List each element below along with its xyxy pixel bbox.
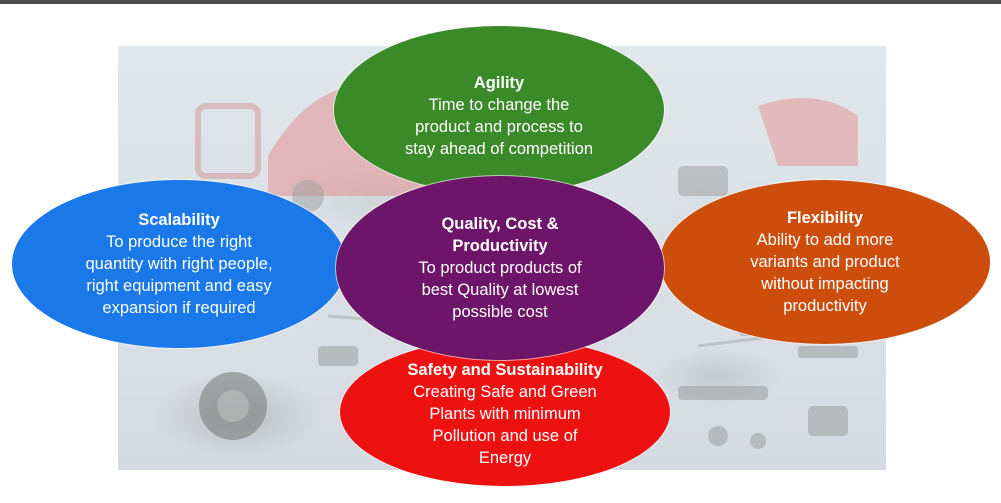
- quality-cost-productivity-bubble: Quality, Cost & Productivity To product …: [336, 176, 664, 360]
- flexibility-line-3: without impacting: [761, 275, 889, 293]
- safety-line-3: Pollution and use of: [432, 427, 578, 445]
- agility-title: Agility: [473, 74, 525, 92]
- scalability-line-2: quantity with right people,: [85, 255, 273, 273]
- scalability-line-3: right equipment and easy: [86, 277, 272, 295]
- flexibility-line-4: productivity: [783, 297, 867, 315]
- agility-line-3: stay ahead of competition: [404, 140, 594, 158]
- safety-line-4: Energy: [478, 449, 532, 467]
- scalability-bubble: Scalability To produce the right quantit…: [12, 180, 346, 348]
- scalability-line-1: To produce the right: [106, 233, 252, 251]
- scalability-line-4: expansion if required: [102, 299, 256, 317]
- flexibility-line-1: Ability to add more: [756, 231, 894, 249]
- safety-line-1: Creating Safe and Green: [413, 383, 597, 401]
- agility-bubble: Agility Time to change the product and p…: [334, 26, 664, 194]
- quality-line-1: To product products of: [418, 259, 582, 277]
- flexibility-line-2: variants and product: [750, 253, 900, 271]
- flexibility-bubble: Flexibility Ability to add more variants…: [660, 180, 990, 344]
- flexibility-title: Flexibility: [786, 209, 864, 227]
- top-rule: [0, 0, 1001, 4]
- safety-title: Safety and Sustainability: [407, 361, 603, 379]
- quality-line-3: possible cost: [452, 303, 548, 321]
- quality-title-line-2: Productivity: [452, 237, 548, 255]
- agility-line-1: Time to change the: [428, 96, 570, 114]
- safety-sustainability-bubble: Safety and Sustainability Creating Safe …: [340, 338, 670, 486]
- scalability-title: Scalability: [138, 211, 220, 229]
- safety-line-2: Plants with minimum: [429, 405, 581, 423]
- quality-line-2: best Quality at lowest: [421, 281, 579, 299]
- quality-title-line-1: Quality, Cost &: [441, 215, 559, 233]
- agility-line-2: product and process to: [415, 118, 583, 136]
